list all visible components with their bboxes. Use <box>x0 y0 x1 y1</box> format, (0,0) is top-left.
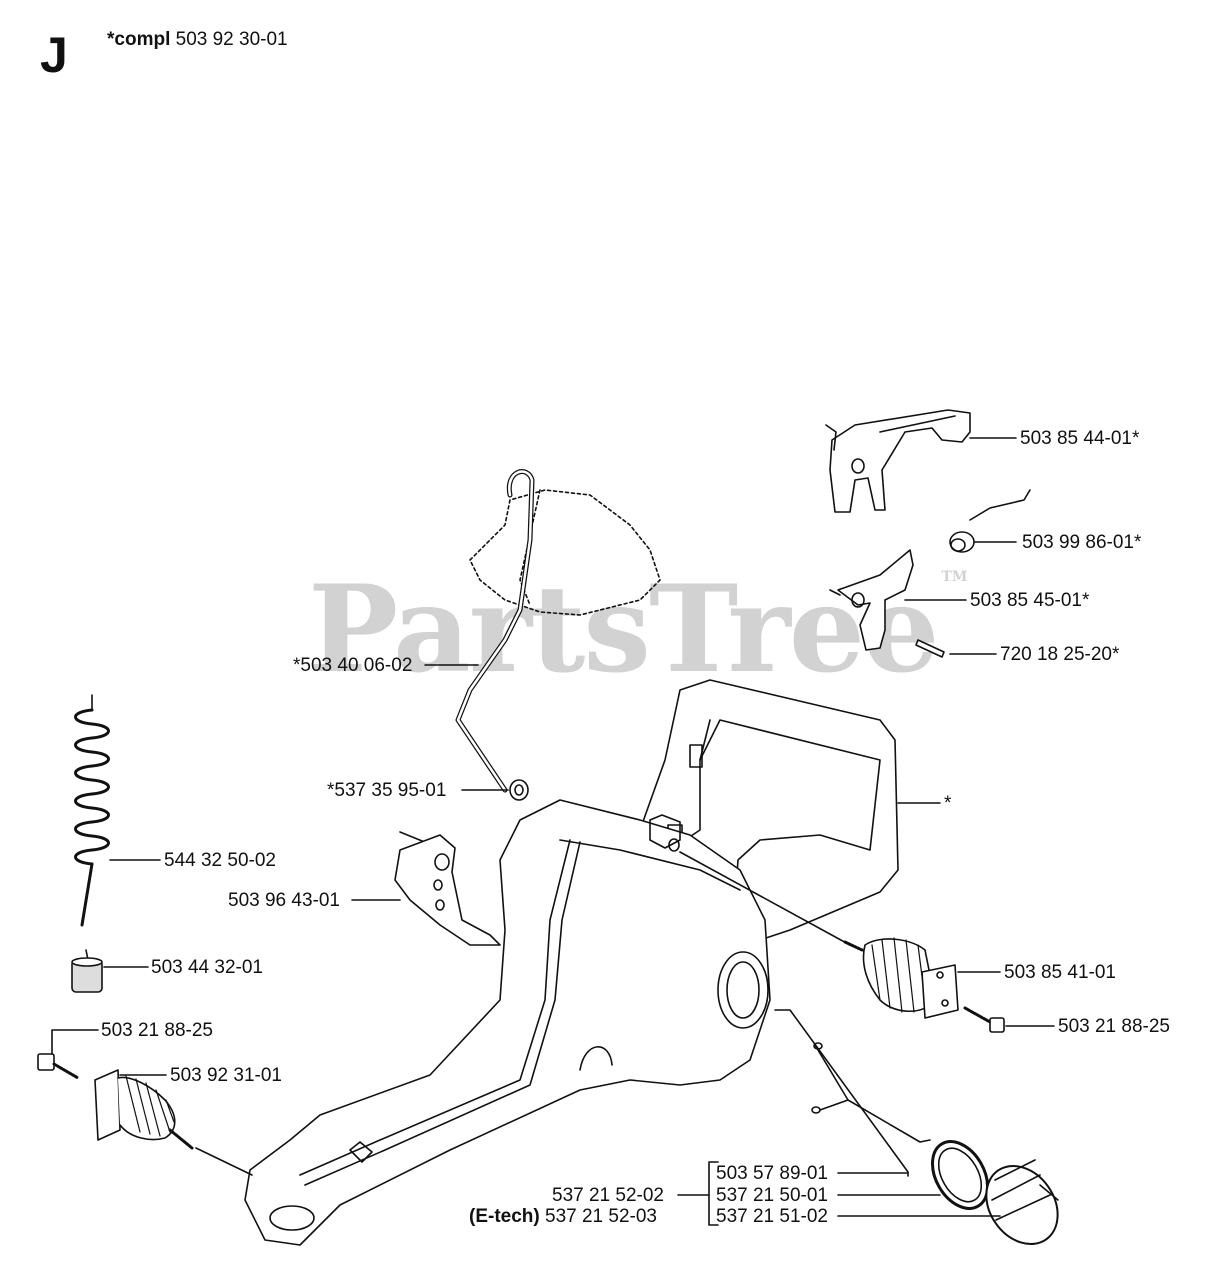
part-label-coil-hose: 544 32 50-02 <box>164 850 276 871</box>
part-label-screw-left: 503 21 88-25 <box>101 1020 213 1041</box>
cap-group-leaders <box>677 1161 1001 1226</box>
part-label-fuel-filter: 503 44 32-01 <box>151 957 263 978</box>
watermark-text: PartsTree <box>308 559 939 700</box>
part-label-pin: 720 18 25-20* <box>1000 644 1120 665</box>
coil-hose-drawing <box>74 694 110 927</box>
compl-number: 503 92 30-01 <box>175 29 288 50</box>
watermark-tm: TM <box>941 569 968 585</box>
o-ring-drawing <box>931 1140 989 1210</box>
leader-av-to-tank <box>195 1147 253 1176</box>
part-label-hose-fitting: *537 35 95-01 <box>327 780 447 801</box>
spring-small-drawing <box>949 489 1031 553</box>
cap-retainer-drawing <box>811 1042 931 1143</box>
part-label-screw-right: 503 21 88-25 <box>1058 1016 1170 1037</box>
part-label-tank-cap-c: 537 21 51-02 <box>716 1206 828 1227</box>
etech-prefix: (E-tech) <box>469 1206 540 1227</box>
part-label-tank-cap-b: 537 21 50-01 <box>716 1185 828 1206</box>
part-label-handle-lever: 503 85 44-01* <box>1020 428 1140 449</box>
etech-number: 537 21 52-03 <box>545 1206 658 1227</box>
fuel-cap-drawing <box>985 1159 1059 1245</box>
complete-assembly-label: *compl 503 92 30-01 <box>107 30 288 49</box>
part-label-tank-cap-a: 503 57 89-01 <box>716 1163 828 1184</box>
leader-retainer-line <box>774 1009 909 1177</box>
leader-screw-left <box>51 1029 99 1055</box>
tank-cover-drawing <box>469 489 661 616</box>
part-label-fuel-hose: *503 40 06-02 <box>293 655 413 676</box>
hose-fitting-drawing <box>509 779 529 801</box>
part-label-spring-small: 503 99 86-01* <box>1022 532 1142 553</box>
part-label-tank-cap-alt: 537 21 52-02 <box>552 1185 664 1206</box>
part-label-rear-handle: * <box>944 793 952 814</box>
bracket-drawing <box>394 834 501 946</box>
screw-left-drawing <box>37 1053 80 1080</box>
fuel-hose-drawing <box>455 469 535 793</box>
throttle-trigger-drawing <box>829 549 914 651</box>
part-label-throttle-trigger: 503 85 45-01* <box>970 590 1090 611</box>
fuel-filter-drawing <box>71 949 103 993</box>
tank-body-drawing <box>244 799 771 1246</box>
part-label-bracket: 503 96 43-01 <box>228 890 340 911</box>
part-label-etech: (E-tech) 537 21 52-03 <box>469 1207 657 1226</box>
screw-right-drawing <box>963 1006 1005 1033</box>
av-spring-left-drawing <box>94 1069 194 1150</box>
handle-lever-drawing <box>825 409 971 513</box>
pin-drawing <box>915 639 945 658</box>
part-label-av-spring-right: 503 85 41-01 <box>1004 962 1116 983</box>
part-label-av-spring-left: 503 92 31-01 <box>170 1065 282 1086</box>
av-spring-right-drawing <box>843 937 959 1019</box>
section-letter: J <box>40 27 68 83</box>
leader-spring-axis <box>679 851 851 946</box>
compl-prefix: *compl <box>107 29 171 50</box>
